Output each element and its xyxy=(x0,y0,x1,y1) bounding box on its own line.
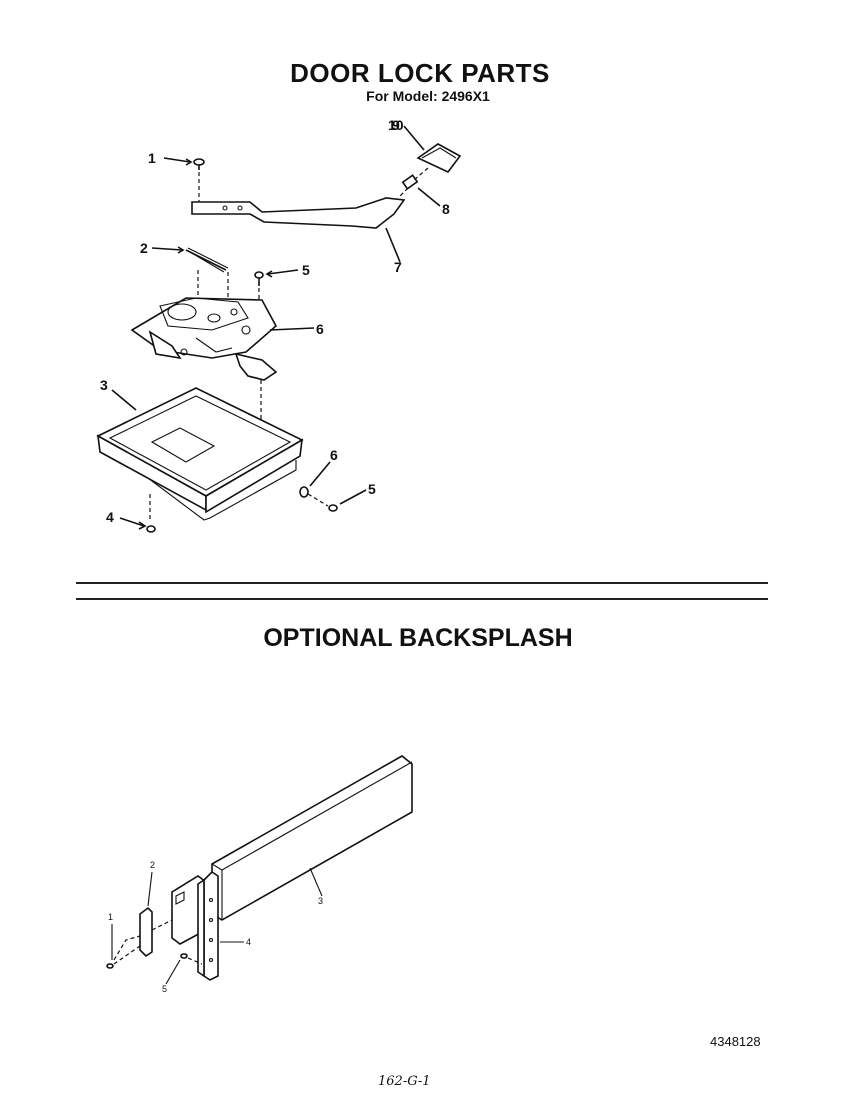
backsplash-callout-4: 4 xyxy=(246,937,251,947)
part-1-screw xyxy=(193,158,205,170)
backsplash-part-1-screw xyxy=(106,963,114,969)
backsplash-callout-3: 3 xyxy=(318,896,323,906)
backsplash-callout-1: 1 xyxy=(108,912,113,922)
door-lock-title: DOOR LOCK PARTS xyxy=(290,58,550,88)
callout-2: 2 xyxy=(140,240,148,256)
part-9-pin xyxy=(401,174,419,190)
callout-5-bottom: 5 xyxy=(368,481,376,497)
part-2-spring xyxy=(185,247,229,273)
callout-1: 1 xyxy=(148,150,156,166)
callout-8: 8 xyxy=(442,201,450,217)
callout-6-top: 6 xyxy=(316,321,324,337)
part-6-screw-top xyxy=(254,271,264,286)
callout-10: 10 xyxy=(388,117,404,133)
backsplash-part-3-panel xyxy=(211,755,413,921)
part-8-handle-bar xyxy=(191,197,406,229)
backsplash-callout-5: 5 xyxy=(162,984,167,994)
callout-9: 9 xyxy=(392,117,400,133)
backsplash-callout-2: 2 xyxy=(150,860,155,870)
callout-5-top: 5 xyxy=(302,262,310,278)
backsplash-part-4-bracket xyxy=(197,870,219,981)
callout-7: 7 xyxy=(394,259,402,275)
divider-line-bottom xyxy=(76,598,768,600)
part-6-washer xyxy=(299,486,309,498)
part-10-knob xyxy=(416,143,462,173)
callout-4: 4 xyxy=(106,509,114,525)
callout-3: 3 xyxy=(100,377,108,393)
backsplash-title: OPTIONAL BACKSPLASH xyxy=(263,624,573,652)
model-subtitle: For Model: 2496X1 xyxy=(366,88,490,104)
callout-6-bottom: 6 xyxy=(330,447,338,463)
part-4-screw xyxy=(146,494,156,533)
backsplash-part-2-clip xyxy=(139,906,153,958)
backsplash-part-5-screw xyxy=(180,953,188,959)
part-7-lock-mechanism xyxy=(130,297,278,381)
document-number: 4348128 xyxy=(710,1034,761,1049)
part-5-screw xyxy=(328,504,338,512)
part-3-housing xyxy=(96,387,304,521)
divider-line-top xyxy=(76,582,768,584)
handwritten-note: 162-G-1 xyxy=(378,1074,431,1089)
